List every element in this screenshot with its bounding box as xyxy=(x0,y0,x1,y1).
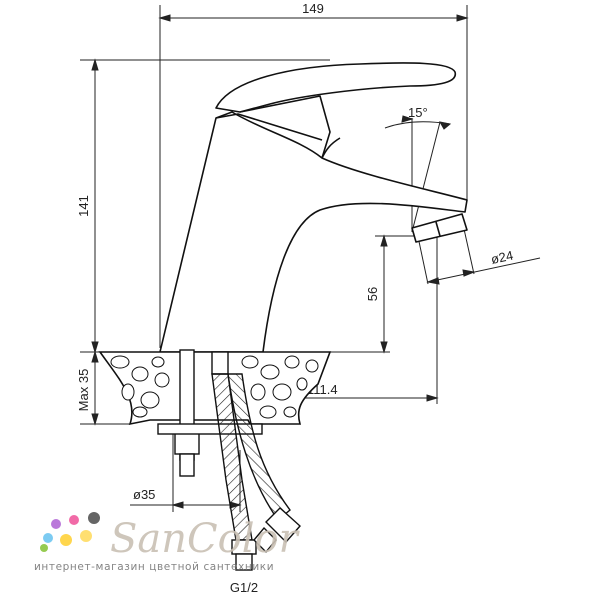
sancolor-watermark: SanColor интернет-магазин цветной сантех… xyxy=(34,512,301,573)
dimension-overall-width xyxy=(158,5,469,348)
inlet-thread-label: G1/2 xyxy=(230,580,258,595)
mounting-stud xyxy=(157,349,263,477)
flexible-hoses xyxy=(211,351,301,571)
brand-name: SanColor xyxy=(110,516,301,562)
dimension-spout-angle xyxy=(384,115,452,233)
dimension-spout-height xyxy=(330,234,420,354)
spout-height-label: 56 xyxy=(365,287,380,301)
overall-width-label: 149 xyxy=(302,1,324,16)
brand-tagline: интернет-магазин цветной сантехники xyxy=(34,561,274,573)
dimension-base-height xyxy=(80,350,130,426)
faucet-body xyxy=(159,111,468,353)
colored-dots-logo xyxy=(40,512,100,552)
overall-height-label: 141 xyxy=(76,195,91,217)
lever-handle xyxy=(215,62,456,159)
dimension-aerator-diameter xyxy=(416,219,541,285)
spout-angle-label: 15° xyxy=(408,105,428,120)
base-height-label: Max 35 xyxy=(76,369,91,412)
base-diameter-label: ø35 xyxy=(133,487,155,502)
aerator-diameter-label: ø24 xyxy=(490,248,515,267)
